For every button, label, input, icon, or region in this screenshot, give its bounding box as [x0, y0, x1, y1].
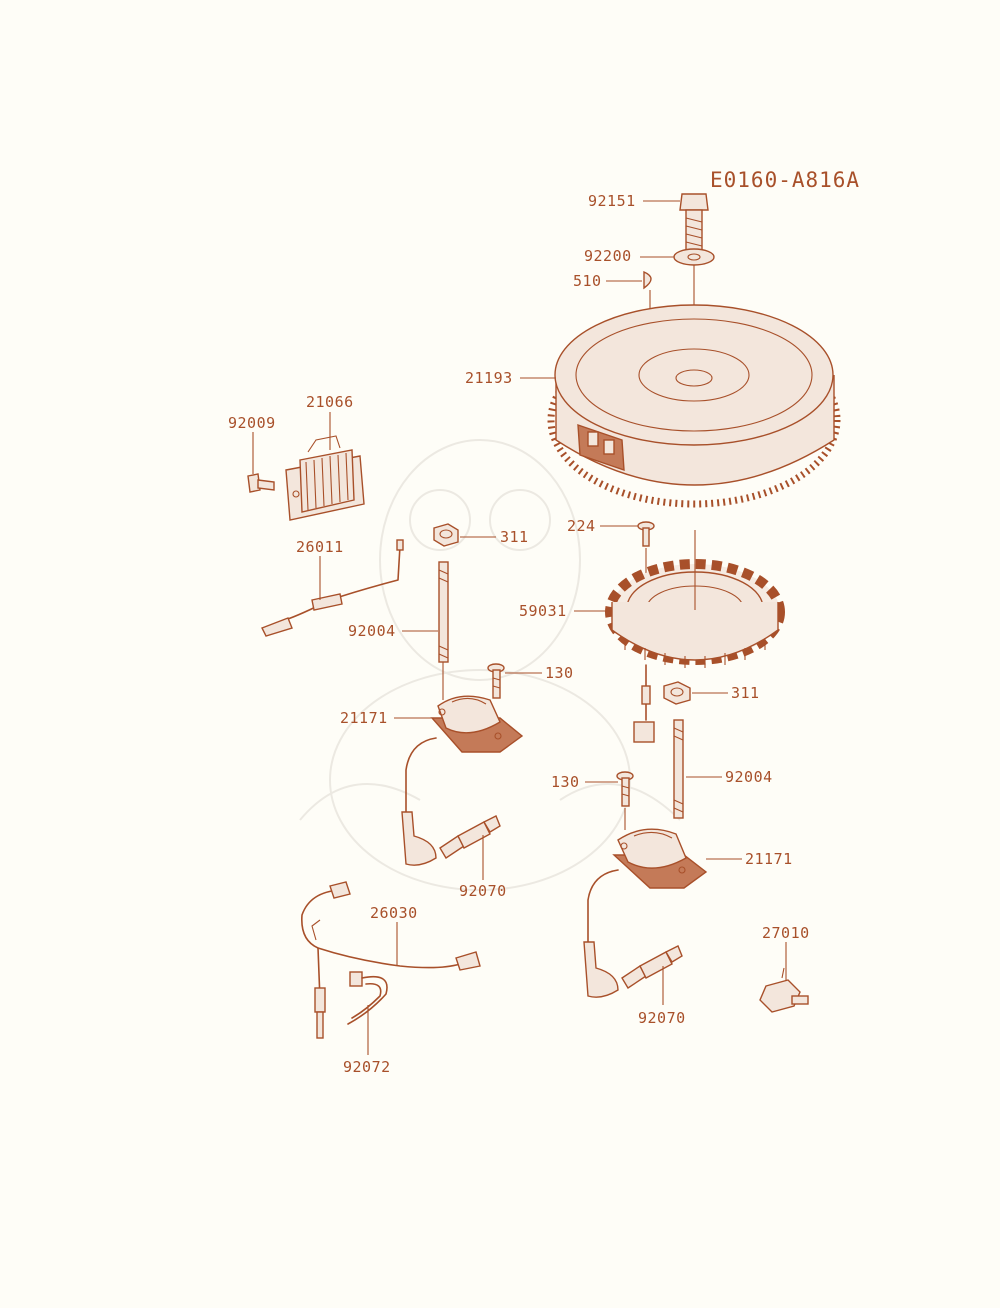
coil-bolt-left-icon — [487, 663, 505, 699]
label-311-left: 311 — [500, 528, 529, 546]
watermark-mascot — [299, 439, 681, 891]
stator-screw-icon — [637, 521, 655, 547]
label-92004-right: 92004 — [725, 768, 773, 786]
spark-plug-right-icon — [621, 945, 683, 989]
label-224: 224 — [567, 517, 596, 535]
regulator-icon — [285, 435, 365, 521]
label-59031: 59031 — [519, 602, 567, 620]
flywheel-bolt-icon — [679, 193, 709, 253]
nut-right-icon — [663, 681, 691, 705]
coil-bolt-right-icon — [616, 771, 634, 807]
stator-connector-icon — [633, 664, 655, 743]
ignition-coil-left-icon — [401, 695, 524, 866]
label-21066: 21066 — [306, 393, 354, 411]
clamp-icon — [347, 971, 388, 1025]
label-92072: 92072 — [343, 1058, 391, 1076]
label-21171-right: 21171 — [745, 850, 793, 868]
flywheel-icon — [547, 304, 841, 508]
label-130-right: 130 — [551, 773, 580, 791]
regulator-bolt-icon — [247, 473, 275, 493]
label-92070-left: 92070 — [459, 882, 507, 900]
key-icon — [643, 270, 652, 290]
label-26011: 26011 — [296, 538, 344, 556]
label-21171-left: 21171 — [340, 709, 388, 727]
nut-left-icon — [433, 523, 459, 547]
label-27010: 27010 — [762, 924, 810, 942]
washer-icon — [673, 248, 715, 266]
stud-left-icon — [438, 561, 449, 663]
label-92151: 92151 — [588, 192, 636, 210]
spark-plug-left-icon — [439, 815, 501, 859]
ignition-coil-right-icon — [583, 828, 708, 998]
stud-right-icon — [673, 719, 684, 819]
lead-wire-icon — [261, 539, 404, 637]
label-510: 510 — [573, 272, 602, 290]
label-21193: 21193 — [465, 369, 513, 387]
label-92004-left: 92004 — [348, 622, 396, 640]
label-311-right: 311 — [731, 684, 760, 702]
switch-icon — [759, 967, 809, 1013]
wire-harness-icon — [301, 881, 481, 1039]
label-92200: 92200 — [584, 247, 632, 265]
diagram-code: E0160-A816A — [710, 168, 860, 192]
label-130-left: 130 — [545, 664, 574, 682]
label-92070-right: 92070 — [638, 1009, 686, 1027]
label-92009: 92009 — [228, 414, 276, 432]
label-26030: 26030 — [370, 904, 418, 922]
